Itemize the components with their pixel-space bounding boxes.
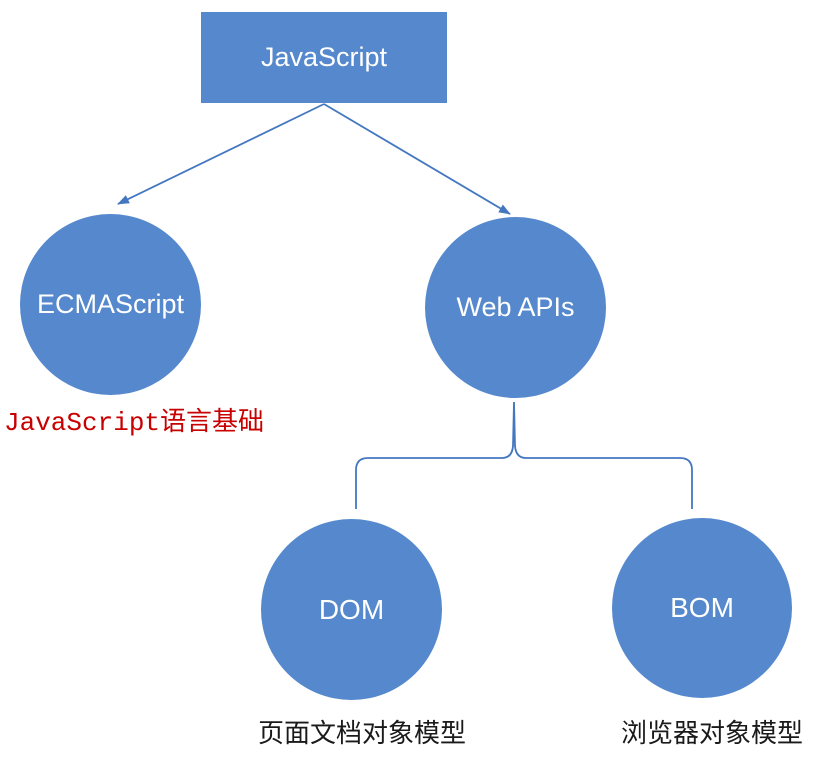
node-ecmascript: ECMAScript xyxy=(20,214,201,395)
node-webapis: Web APIs xyxy=(425,217,606,398)
node-webapis-label: Web APIs xyxy=(456,292,575,322)
brace-webapis-to-leaves xyxy=(355,401,693,509)
node-dom: DOM xyxy=(261,519,442,700)
node-javascript-label: JavaScript xyxy=(260,42,388,72)
annotation-latin-text: JavaScript xyxy=(4,408,161,438)
node-javascript: JavaScript xyxy=(201,12,447,103)
annotation-ecmascript: JavaScript语言基础 xyxy=(4,401,284,438)
node-ecmascript-label: ECMAScript xyxy=(36,289,185,319)
node-bom-label: BOM xyxy=(670,592,734,623)
caption-dom: 页面文档对象模型 xyxy=(257,718,466,748)
annotation-cjk-text: 语言基础 xyxy=(160,406,265,436)
arrow-root-to-ecmascript xyxy=(117,103,325,205)
node-bom: BOM xyxy=(612,518,792,698)
node-dom-label: DOM xyxy=(318,593,385,625)
caption-bom: 浏览器对象模型 xyxy=(620,718,803,748)
arrow-root-to-webapis xyxy=(323,103,511,215)
